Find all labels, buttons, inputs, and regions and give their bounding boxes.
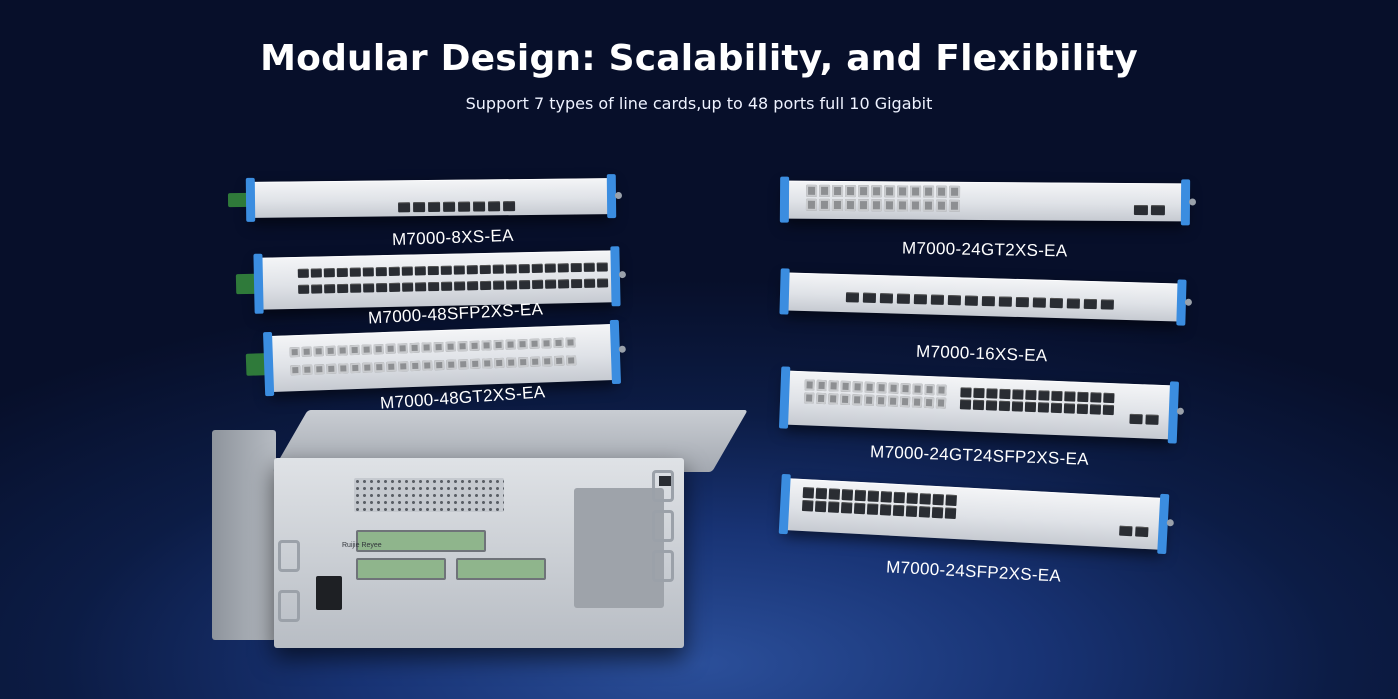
line-card-48gt2xs — [245, 319, 626, 397]
ejector-tab — [779, 268, 790, 315]
chassis-brand: Ruijie Reyee — [342, 542, 382, 549]
page-title: Modular Design: Scalability, and Flexibi… — [260, 38, 1138, 79]
chassis-front: Ruijie Reyee — [274, 458, 684, 648]
sfp-ports — [398, 201, 516, 213]
sfp-ports — [959, 387, 1121, 416]
handle-icon — [652, 550, 674, 582]
power-socket-icon — [316, 576, 342, 610]
screw-icon — [1166, 518, 1174, 527]
rj45-ports — [805, 184, 966, 212]
empty-bay — [574, 488, 664, 608]
line-card-24gt2xs — [779, 176, 1197, 226]
sfp-uplink-ports — [1119, 525, 1149, 538]
ejector-tab — [253, 253, 264, 314]
ejector-tab — [245, 177, 256, 222]
screw-icon — [1176, 407, 1185, 415]
line-card-slot — [356, 558, 446, 580]
ejector-tab — [778, 473, 791, 535]
handle-icon — [278, 590, 300, 622]
line-card-48sfp2xs — [235, 246, 626, 314]
vent-grille — [354, 478, 504, 512]
line-card-24gt24sfp2xs — [778, 366, 1185, 444]
rj45-ports-row-top — [289, 337, 576, 358]
line-card-16xs — [779, 268, 1193, 326]
sfp-uplink-ports — [1133, 205, 1165, 216]
screw-icon — [1188, 198, 1197, 206]
rj45-ports — [803, 379, 955, 409]
line-card-slot — [356, 530, 486, 552]
line-card-24sfp2xs — [778, 473, 1174, 555]
line-card-label: M7000-16XS-EA — [915, 341, 1048, 366]
screw-icon — [618, 270, 626, 278]
sfp-ports — [801, 487, 963, 520]
line-card-label: M7000-24GT24SFP2XS-EA — [869, 442, 1090, 469]
mgmt-port-icon — [659, 476, 673, 486]
handle-icon — [652, 470, 674, 502]
rj45-ports-row-bottom — [290, 355, 577, 376]
screw-icon — [1184, 298, 1193, 307]
line-card-label: M7000-24GT2XS-EA — [901, 238, 1068, 261]
line-card-8xs — [227, 174, 623, 222]
screw-icon — [618, 345, 626, 354]
chassis-side — [212, 430, 276, 640]
ejector-tab — [779, 176, 790, 223]
line-card-slot — [456, 558, 546, 580]
modular-chassis: Ruijie Reyee — [212, 410, 748, 655]
sfp-ports — [845, 292, 1114, 310]
ejector-tab — [778, 366, 791, 429]
line-card-label: M7000-24SFP2XS-EA — [885, 557, 1062, 586]
sfp-ports-row-bottom — [298, 278, 609, 294]
screw-icon — [614, 192, 623, 200]
line-card-label: M7000-8XS-EA — [391, 225, 514, 250]
sfp-ports-row-top — [297, 262, 608, 278]
handle-icon — [652, 510, 674, 542]
page-subtitle: Support 7 types of line cards,up to 48 p… — [465, 94, 933, 113]
handle-icon — [278, 540, 300, 572]
ejector-tab — [262, 331, 275, 397]
sfp-uplink-ports — [1129, 413, 1159, 425]
